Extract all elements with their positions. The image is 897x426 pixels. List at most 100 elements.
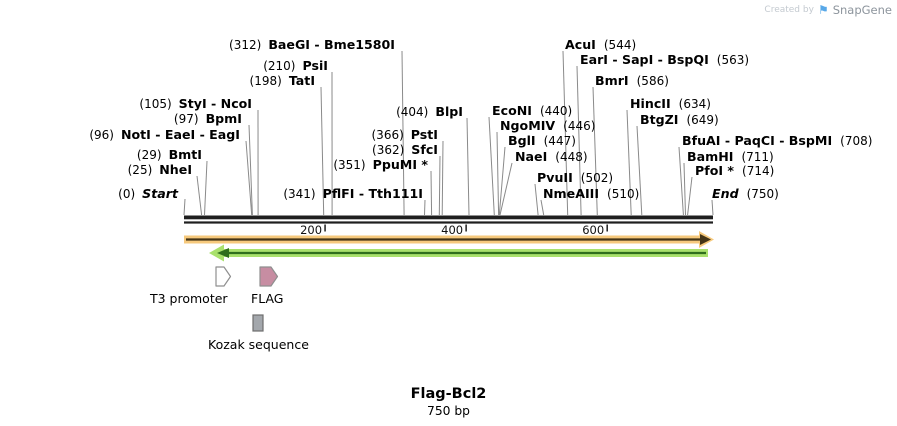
site-enzyme-name: StyI - NcoI [178,96,252,111]
site-connector-line [438,155,441,216]
kozak-sequence-label: Kozak sequence [208,337,309,352]
site-position: (105) [139,97,172,111]
site-connector-line [466,117,470,216]
site-position: (711) [741,150,774,164]
site-position: (341) [283,187,316,201]
site-position: (362) [372,143,405,157]
watermark-created-by-label: Created by [764,5,814,15]
site-label[interactable]: (362)SfcI [372,141,438,158]
site-enzyme-name: PvuII [537,170,573,185]
site-enzyme-name: EarI - SapI - BspQI [580,52,709,67]
map-title: Flag-Bcl2 [410,386,487,402]
site-connector-line [320,86,325,216]
site-position: (714) [742,164,775,178]
site-label[interactable]: (210) PsiI [263,57,328,74]
site-label[interactable]: (0) Start [118,185,178,202]
site-label[interactable]: EarI - SapI - BspQI (563) [580,51,749,68]
site-enzyme-name: NotI - EaeI - EagI [120,127,240,142]
site-enzyme-name: BfuAI - PaqCI - BspMI [682,133,833,148]
site-enzyme-name: BglI [508,133,536,148]
site-position: (544) [603,38,637,52]
site-enzyme-name: BaeGI - Bme1580I [268,37,395,52]
site-enzyme-name: BlpI [435,104,463,119]
site-connector-line [683,162,686,216]
site-label[interactable]: HincII(634) [630,95,711,112]
map-length: 750 bp [427,404,470,418]
site-label[interactable]: (351)PpuMI * [333,156,428,173]
site-connector-line [678,146,684,216]
site-label[interactable]: (105) StyI - NcoI [139,95,252,112]
site-enzyme-name: NheI [159,162,192,177]
site-label[interactable]: NmeAIII (510) [543,185,639,202]
site-position: (447) [543,134,576,148]
site-connector-line [498,146,506,216]
site-connector-line [499,162,513,216]
site-enzyme-name: NaeI [515,149,548,164]
site-label[interactable]: (96)NotI - EaeI - EagI [89,126,240,143]
reverse-strand-arrowhead [217,248,229,258]
site-label[interactable]: PvuII (502) [537,169,613,186]
site-connector-line [626,109,632,216]
site-position: (210) [263,59,296,73]
site-label[interactable]: BamHI(711) [687,148,774,165]
site-connector-line [245,140,253,216]
site-enzyme-name: NmeAIII [543,186,600,201]
site-connector-line [401,50,405,216]
site-position: (510) [607,187,640,201]
site-label[interactable]: (25) NheI [128,161,192,178]
site-enzyme-name: End [712,186,739,201]
flag-feature-label: FLAG [251,291,284,306]
site-position: (351) [333,158,366,172]
site-connector-line [540,199,545,216]
site-label[interactable]: End (750) [712,185,779,202]
site-position: (563) [716,53,750,67]
site-position: (25) [127,163,153,177]
site-label[interactable]: (97)BpmI [174,110,242,127]
site-label[interactable]: (312) BaeGI - Bme1580I [229,36,395,53]
site-position: (649) [686,113,719,127]
site-connector-line [441,140,444,216]
flag-feature-arrow-shape[interactable] [259,266,279,287]
site-label[interactable]: BmrI(586) [595,72,669,89]
forward-strand-arrowhead [700,234,711,245]
ruler-tick-label: 200 [300,223,323,237]
site-label[interactable]: BfuAI - PaqCI - BspMI (708) [682,132,872,149]
site-label[interactable]: (29)BmtI [137,146,202,163]
site-connector-line [204,160,208,216]
site-label[interactable]: PfoI * (714) [695,162,774,179]
snapgene-flag-icon: ⚑ [817,3,829,17]
site-label[interactable]: (341)PflFI - Tth111I [283,185,423,202]
site-enzyme-name: BtgZI [640,112,679,127]
kozak-sequence-box-shape[interactable] [252,314,264,332]
site-enzyme-name: BmtI [168,147,202,162]
site-label[interactable]: (198)TatI [250,72,315,89]
site-label[interactable]: BglI (447) [508,132,576,149]
site-label[interactable]: NgoMIV(446) [500,117,595,134]
site-enzyme-name: PfoI * [695,163,735,178]
site-connector-line [488,116,495,216]
site-position: (312) [229,38,262,52]
site-connector-line [430,170,433,216]
site-label[interactable]: (404)BlpI [396,103,463,120]
ruler-tick-label: 400 [441,223,464,237]
reverse-strand-arrowhead-halo [209,244,224,262]
site-position: (440) [539,104,573,118]
site-position: (750) [746,187,779,201]
site-label[interactable]: (366)PstI [372,126,439,143]
site-label[interactable]: BtgZI (649) [640,111,719,128]
site-position: (198) [249,74,282,88]
site-label[interactable]: NaeI(448) [515,148,588,165]
site-position: (502) [580,171,614,185]
sequence-ruler-baseline [184,221,713,224]
site-position: (708) [840,134,873,148]
site-enzyme-name: HincII [630,96,671,111]
site-label[interactable]: AcuI(544) [565,36,636,53]
site-label[interactable]: EcoNI (440) [492,102,572,119]
site-position: (0) [118,187,136,201]
site-enzyme-name: Start [142,186,178,201]
t3-promoter-arrow-shape[interactable] [215,266,232,287]
site-enzyme-name: PsiI [302,58,328,73]
site-enzyme-name: EcoNI [492,103,532,118]
